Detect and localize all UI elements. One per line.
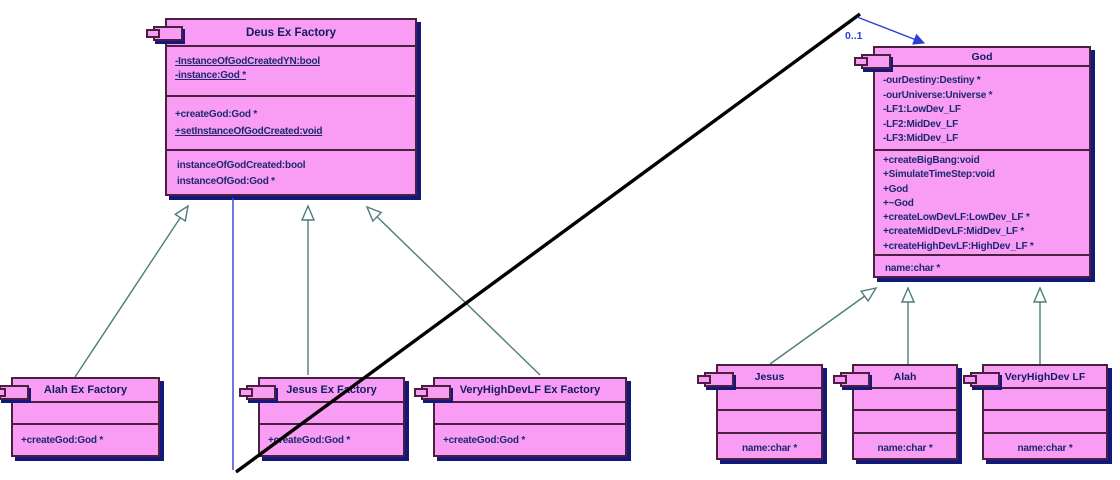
generalization-jesus-to-god[interactable] <box>769 288 876 365</box>
class-icon <box>239 385 276 400</box>
operation: +setInstanceOfGodCreated:void <box>175 126 323 137</box>
class-icon <box>0 385 29 400</box>
generalization-alahfactory-to-deus[interactable] <box>74 206 188 378</box>
operations-compartment: +createGod:God * <box>435 423 625 455</box>
attribute: -ourUniverse:Universe * <box>883 89 993 101</box>
class-title: Deus Ex Factory <box>245 26 337 39</box>
class-icon <box>854 54 891 69</box>
class-title: VeryHighDevLF Ex Factory <box>459 384 601 396</box>
properties-compartment: name:char * <box>984 432 1106 458</box>
operation: +createHighDevLF:HighDev_LF * <box>883 240 1034 252</box>
class-deus-ex-factory[interactable]: Deus Ex Factory -InstanceOfGodCreatedYN:… <box>146 18 417 196</box>
operation: +createGod:God * <box>268 435 351 446</box>
properties-compartment: name:char * <box>854 432 956 458</box>
class-jesus-ex-factory[interactable]: Jesus Ex Factory +createGod:God * <box>239 377 405 457</box>
class-icon <box>414 385 451 400</box>
attribute: -LF2:MidDev_LF <box>883 118 958 130</box>
operation: +createBigBang:void <box>883 155 980 166</box>
class-jesus[interactable]: Jesus name:char * <box>697 364 823 460</box>
class-title: Jesus Ex Factory <box>286 384 377 396</box>
attributes-compartment <box>984 387 1106 409</box>
attributes-compartment <box>854 387 956 409</box>
operations-compartment: +createBigBang:void +SimulateTimeStep:vo… <box>875 149 1089 254</box>
class-veryhighdev-lf[interactable]: VeryHighDev LF name:char * <box>963 364 1108 460</box>
property: name:char * <box>1017 443 1073 454</box>
operation: +createLowDevLF:LowDev_LF * <box>883 212 1030 224</box>
class-icon <box>697 372 734 387</box>
operation: +SimulateTimeStep:void <box>883 169 995 181</box>
properties-compartment: name:char * <box>875 254 1089 280</box>
class-icon <box>963 372 1000 387</box>
attributes-compartment <box>13 401 158 423</box>
class-title: Alah Ex Factory <box>43 384 128 396</box>
operation: +God <box>883 183 909 195</box>
operation: +createGod:God * <box>443 435 526 446</box>
attributes-compartment: -InstanceOfGodCreatedYN:bool -instance:G… <box>167 45 415 95</box>
properties-compartment: instanceOfGodCreated:bool instanceOfGod:… <box>167 149 415 194</box>
multiplicity-label: 0..1 <box>845 30 863 42</box>
attribute: -instance:God * <box>175 70 246 81</box>
class-god[interactable]: God -ourDestiny:Destiny * -ourUniverse:U… <box>854 46 1091 280</box>
property: instanceOfGodCreated:bool <box>177 160 306 171</box>
attribute: -InstanceOfGodCreatedYN:bool <box>175 56 320 67</box>
operations-compartment <box>854 409 956 432</box>
class-veryhighdevlf-ex-factory[interactable]: VeryHighDevLF Ex Factory +createGod:God … <box>414 377 627 457</box>
operation: +createMidDevLF:MidDev_LF * <box>883 226 1025 238</box>
attributes-compartment <box>435 401 625 423</box>
attributes-compartment <box>718 387 821 409</box>
class-alah-ex-factory[interactable]: Alah Ex Factory +createGod:God * <box>0 377 160 457</box>
attributes-compartment: -ourDestiny:Destiny * -ourUniverse:Unive… <box>875 65 1089 149</box>
operations-compartment <box>984 409 1106 432</box>
property: instanceOfGod:God * <box>177 176 275 187</box>
attribute: -LF3:MidDev_LF <box>883 133 958 144</box>
attributes-compartment <box>260 401 403 423</box>
class-title: Alah <box>893 370 917 383</box>
class-title: God <box>971 50 993 63</box>
class-alah[interactable]: Alah name:char * <box>833 364 958 460</box>
operations-compartment <box>718 409 821 432</box>
generalization-vhdfactory-to-deus[interactable] <box>367 207 541 376</box>
operations-compartment: +createGod:God * +setInstanceOfGodCreate… <box>167 95 415 149</box>
property: name:char * <box>885 263 941 274</box>
class-icon <box>833 372 870 387</box>
operation: +createGod:God * <box>175 109 258 120</box>
property: name:char * <box>741 443 798 454</box>
operation: +~God <box>883 197 914 209</box>
property: name:char * <box>877 443 933 454</box>
operations-compartment: +createGod:God * <box>13 423 158 455</box>
operations-compartment: +createGod:God * <box>260 423 403 455</box>
properties-compartment: name:char * <box>718 432 821 458</box>
class-title: VeryHighDev LF <box>1004 370 1086 383</box>
attribute: -ourDestiny:Destiny * <box>883 75 981 86</box>
class-icon <box>146 26 183 41</box>
attribute: -LF1:LowDev_LF <box>883 104 961 115</box>
operation: +createGod:God * <box>21 435 104 446</box>
